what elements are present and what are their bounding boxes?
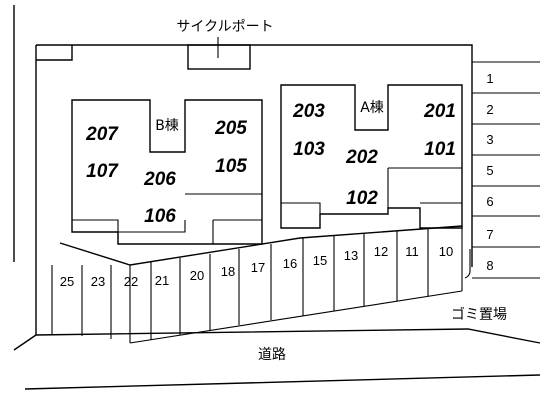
room-102: 102 (346, 188, 378, 209)
parking-spot-21: 21 (155, 273, 169, 288)
parking-spot-13: 13 (344, 248, 358, 263)
room-105: 105 (215, 156, 247, 177)
parking-spot-17: 17 (251, 260, 265, 275)
room-206: 206 (143, 169, 176, 190)
parking-spot-6: 6 (486, 194, 493, 209)
parking-spot-15: 15 (313, 253, 327, 268)
parking-spot-5: 5 (486, 163, 493, 178)
room-103: 103 (293, 139, 325, 160)
cycle-port-label: サイクルポート (176, 19, 273, 35)
parking-spot-8: 8 (486, 258, 493, 273)
parking-spot-12: 12 (374, 244, 388, 259)
parking-spot-18: 18 (221, 264, 235, 279)
parking-spot-10: 10 (439, 244, 453, 259)
parking-spot-16: 16 (283, 256, 297, 271)
parking-spot-23: 23 (91, 274, 105, 289)
room-101: 101 (424, 139, 456, 160)
parking-spot-20: 20 (190, 268, 204, 283)
site-outline (35, 44, 540, 335)
parking-spot-22: 22 (124, 274, 138, 289)
building-a (280, 84, 463, 229)
parking-spot-3: 3 (486, 132, 493, 147)
room-201: 201 (423, 101, 456, 122)
parking-spot-7: 7 (486, 227, 493, 242)
parking-spot-11: 11 (405, 244, 419, 259)
road-label: 道路 (258, 347, 286, 363)
wing-b-label: B棟 (155, 118, 179, 134)
wing-a-label: A棟 (360, 100, 384, 116)
room-203: 203 (292, 101, 325, 122)
room-106: 106 (144, 206, 176, 227)
parking-spot-1: 1 (486, 71, 493, 86)
building-b (71, 99, 263, 245)
parking-spot-25: 25 (60, 274, 74, 289)
parking-bottom-row (51, 225, 463, 344)
room-205: 205 (214, 118, 247, 139)
parking-spot-2: 2 (486, 102, 493, 117)
room-107: 107 (86, 161, 119, 182)
room-207: 207 (85, 124, 119, 145)
parking-right-column (464, 92, 540, 279)
garbage-area-label: ゴミ置場 (451, 306, 507, 323)
road (13, 328, 541, 390)
room-202: 202 (345, 147, 378, 168)
cycle-port-structure (187, 44, 251, 70)
